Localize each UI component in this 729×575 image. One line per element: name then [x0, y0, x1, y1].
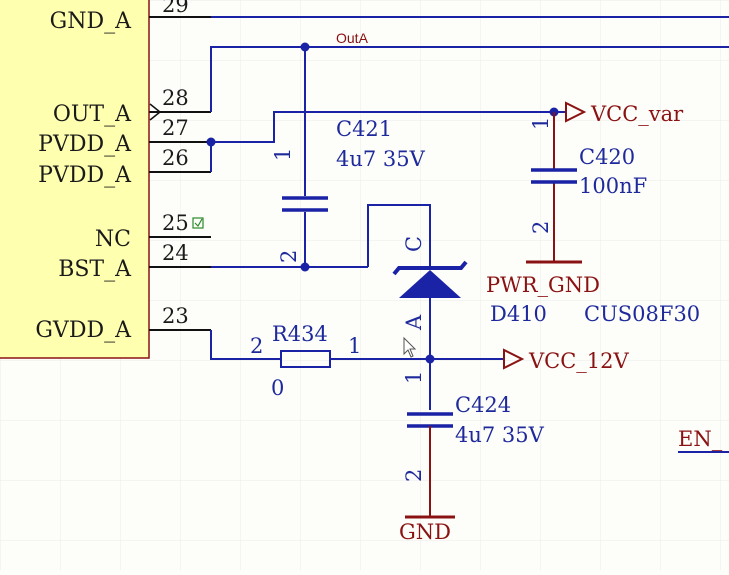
pin-number-27: 27	[162, 116, 189, 140]
diode-d410[interactable]	[392, 260, 468, 298]
pin-name-gvdd-a: GVDD_A	[35, 318, 132, 343]
r434-pin1-number: 1	[348, 334, 361, 358]
resistor-r434[interactable]	[280, 350, 331, 368]
pin-number-25: 25	[162, 211, 189, 235]
gnd-port-label: GND	[399, 520, 451, 544]
r434-designator: R434	[272, 322, 328, 346]
d410-anode-label: A	[402, 314, 426, 331]
ic-pins	[149, 16, 211, 331]
c420-pin2-number: 2	[529, 221, 553, 234]
ic-body[interactable]	[0, 0, 150, 359]
vcc-var-port-label: VCC_var	[590, 102, 684, 126]
vcc-var-port-arrow[interactable]	[565, 101, 587, 123]
c420-pin1-number: 1	[529, 117, 553, 130]
c424-pin1-number: 1	[402, 371, 426, 384]
pwr-gnd-port-label: PWR_GND	[486, 273, 600, 297]
r434-value: 0	[271, 376, 284, 400]
c421-value: 4u7 35V	[336, 147, 426, 171]
mouse-cursor-icon	[403, 336, 417, 358]
wires	[210, 16, 729, 453]
pin-name-out-a: OUT_A	[53, 102, 132, 127]
wire-diode-cathode[interactable]	[367, 204, 431, 268]
pin-number-29: 29	[162, 0, 189, 17]
c424-pin2-number: 2	[402, 469, 426, 482]
pin-name-pvdd-a-26: PVDD_A	[38, 163, 132, 188]
pin-name-pvdd-a-27: PVDD_A	[38, 132, 132, 157]
c421-pin1-number: 1	[271, 148, 295, 161]
c421-designator: C421	[336, 117, 392, 141]
net-label-en: EN_	[678, 427, 723, 451]
pin-name-nc: NC	[95, 227, 131, 252]
c420-value: 100nF	[579, 174, 647, 198]
net-label-out-a: OutA	[336, 30, 369, 46]
wire-gvdd-a[interactable]	[210, 330, 281, 360]
d410-part-number: CUS08F30	[584, 302, 700, 326]
c421-pin2-number: 2	[277, 250, 301, 263]
d410-designator: D410	[490, 302, 547, 326]
d410-cathode-label: C	[402, 236, 426, 252]
pin-number-28: 28	[162, 86, 189, 110]
vcc-12v-port-label: VCC_12V	[528, 349, 630, 373]
wire-pvdd-a[interactable]	[210, 111, 554, 172]
pin-number-26: 26	[162, 146, 189, 170]
no-connect-icon	[192, 217, 204, 229]
r434-pin2-number: 2	[250, 334, 263, 358]
capacitor-c420[interactable]	[526, 112, 582, 264]
pin-name-gnd-a: GND_A	[50, 9, 132, 34]
junctions	[206, 42, 559, 364]
c424-designator: C424	[455, 393, 511, 417]
c424-value: 4u7 35V	[455, 423, 545, 447]
c420-designator: C420	[579, 145, 635, 169]
pin-number-24: 24	[162, 241, 189, 265]
capacitor-c421[interactable]	[282, 196, 328, 212]
wire-out-a[interactable]	[210, 46, 729, 112]
vcc-12v-port-arrow[interactable]	[503, 348, 525, 370]
capacitor-c424[interactable]	[405, 412, 455, 519]
pin-number-23: 23	[162, 304, 189, 328]
pin-name-bst-a: BST_A	[58, 257, 132, 282]
output-pin-arrow	[149, 103, 162, 121]
